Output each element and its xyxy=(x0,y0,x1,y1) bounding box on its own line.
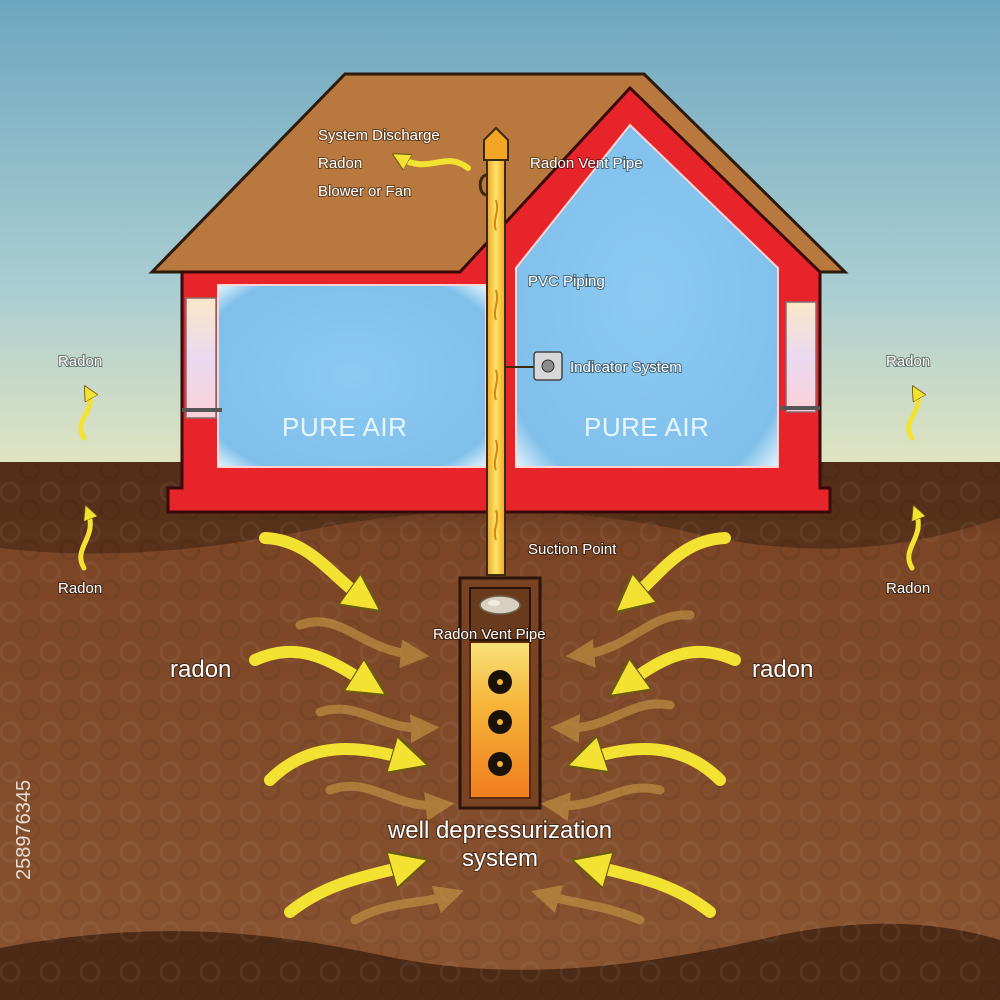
radon-flow-arrows xyxy=(249,532,741,918)
label-radon-left-lower: Radon xyxy=(58,580,102,597)
right-room xyxy=(515,123,779,468)
label-well-line1: well depressurization xyxy=(387,817,612,844)
label-well-line2: system xyxy=(462,845,538,872)
label-pure-air-left: PURE AIR xyxy=(282,412,407,442)
label-radon-discharge: Radon xyxy=(318,155,362,172)
radiation-icon xyxy=(488,752,512,776)
vent-pipe-cap xyxy=(483,126,509,161)
label-radon-left-upper: Radon xyxy=(58,353,102,370)
label-radon-vent-pipe-top: Radon Vent Pipe xyxy=(530,155,643,172)
pipe-flow-arrows xyxy=(493,199,499,541)
label-radon-big-right: radon xyxy=(752,656,813,683)
suction-point-icon xyxy=(479,595,521,615)
label-radon-vent-pipe-lower: Radon Vent Pipe xyxy=(433,626,546,643)
label-system-discharge: System Discharge xyxy=(318,127,440,144)
label-blower-or-fan: Blower or Fan xyxy=(318,183,411,200)
stock-id: 258976345 xyxy=(13,780,35,880)
label-indicator-system: Indicator System xyxy=(570,359,682,376)
label-radon-right-lower: Radon xyxy=(886,580,930,597)
radiation-icon xyxy=(488,670,512,694)
left-window xyxy=(185,297,217,419)
left-room xyxy=(217,284,487,468)
label-pvc-piping: PVC Piping xyxy=(528,273,605,290)
label-pure-air-right: PURE AIR xyxy=(584,412,709,442)
discharge-elbow xyxy=(478,173,488,197)
right-window xyxy=(785,301,817,413)
label-radon-big-left: radon xyxy=(170,656,231,683)
label-radon-right-upper: Radon xyxy=(886,353,930,370)
indicator-icon xyxy=(533,351,563,381)
side-radon-arrows xyxy=(78,392,919,571)
faint-radon-arrows xyxy=(295,610,695,925)
label-suction-point: Suction Point xyxy=(528,541,617,558)
discharge-arrow xyxy=(400,158,471,171)
radiation-icon xyxy=(488,710,512,734)
